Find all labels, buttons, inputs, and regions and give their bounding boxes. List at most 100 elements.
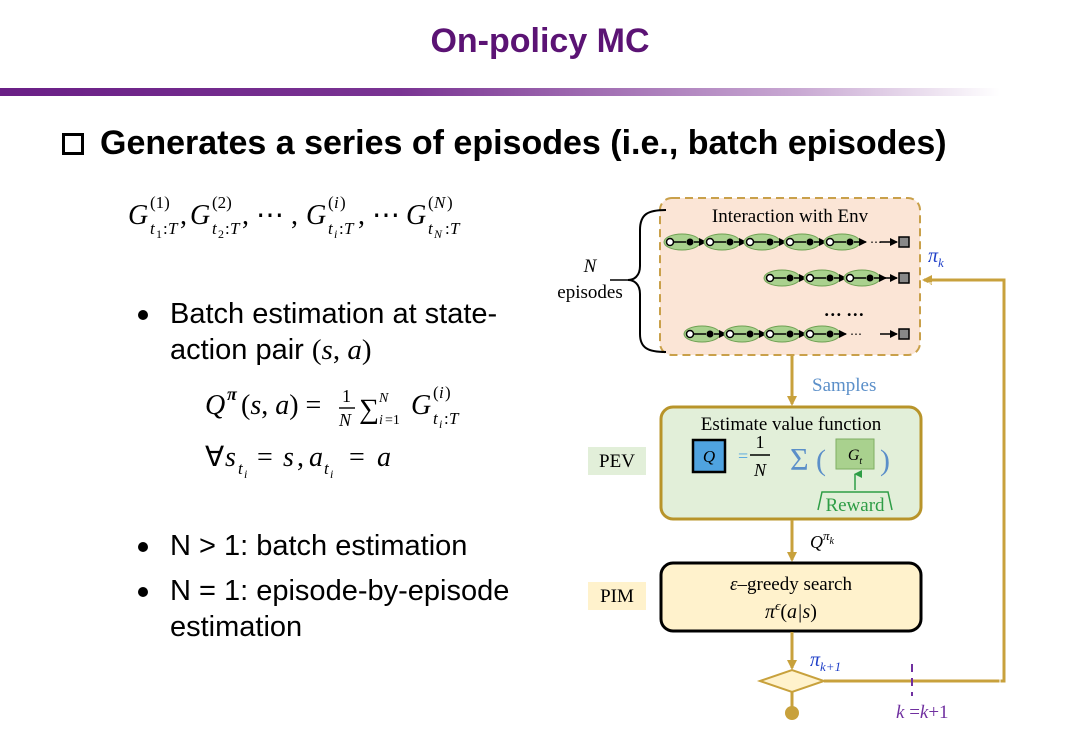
svg-text:2: 2: [218, 227, 224, 241]
state-node: [665, 237, 675, 247]
chain-dots: ⋯: [870, 235, 882, 249]
svg-text:=: =: [257, 442, 273, 473]
page-title: On-policy MC: [430, 22, 650, 60]
decision-diamond: [756, 668, 828, 694]
state-node: [805, 273, 815, 283]
terminal-state: [898, 272, 910, 284]
on-policy-mc-diagram: Interaction with Env N episodes ⋯⋯⋯ … … …: [557, 197, 1006, 723]
state-node: [825, 237, 835, 247]
svg-text:T: T: [230, 219, 241, 238]
state-node: [745, 237, 755, 247]
svg-text::: :: [339, 219, 344, 238]
svg-text:=: =: [349, 442, 365, 473]
svg-text:1: 1: [156, 227, 162, 241]
svg-text:G: G: [406, 200, 426, 231]
svg-text:N: N: [433, 227, 443, 241]
k-update-label: k =k+1: [896, 702, 949, 723]
svg-text:i: i: [379, 413, 383, 428]
svg-text:i: i: [439, 383, 444, 402]
title-divider: [0, 88, 1000, 96]
svg-text:t: t: [238, 459, 244, 478]
terminal-state: [898, 328, 910, 340]
svg-text:(1): (1): [150, 193, 170, 212]
reward-label: Reward: [825, 495, 885, 516]
svg-text:): ): [447, 193, 453, 212]
pi-epsilon-label: πϵ(a|s): [765, 598, 817, 623]
state-node: [685, 329, 695, 339]
svg-text:i: i: [439, 417, 442, 431]
svg-text:i: i: [334, 227, 337, 241]
action-node: [786, 274, 794, 282]
action-node: [686, 238, 694, 246]
svg-text:t: t: [212, 219, 218, 238]
sigma-symbol: Σ: [790, 441, 809, 477]
bullet-text: action pair: [170, 334, 304, 366]
svg-text:t: t: [433, 409, 439, 428]
action-node: [806, 238, 814, 246]
state-node: [705, 237, 715, 247]
svg-text:Q: Q: [205, 390, 225, 421]
equals-sign: =: [738, 446, 748, 466]
action-node: [726, 238, 734, 246]
pev-box: [659, 405, 923, 521]
pim-label-box: [588, 582, 646, 610]
bullet-text: Batch estimation at state-: [170, 298, 498, 330]
g-box: [835, 438, 875, 470]
loop-back-arrow: [824, 275, 1006, 683]
pim-box: [659, 561, 923, 633]
svg-text:G: G: [190, 200, 210, 231]
svg-text:G: G: [411, 390, 431, 421]
svg-text:): ): [340, 193, 346, 212]
close-paren: ): [880, 444, 890, 477]
pev-label-box: [588, 447, 646, 475]
episode-chains: ⋯⋯⋯: [663, 233, 910, 343]
bullet-batch-estimation-cont: action pair (s, a): [170, 334, 372, 367]
svg-text::: :: [444, 409, 449, 428]
svg-text:N: N: [338, 410, 352, 430]
square-bullet-icon: [62, 132, 84, 155]
state-node: [765, 329, 775, 339]
svg-text::: :: [225, 219, 230, 238]
state-node: [845, 273, 855, 283]
terminal-state: [898, 236, 910, 248]
svg-text:i: i: [330, 467, 333, 481]
svg-text:T: T: [449, 409, 460, 428]
svg-text:(: (: [433, 383, 439, 402]
action-node: [786, 330, 794, 338]
svg-text:∑: ∑: [359, 394, 379, 425]
svg-text:t: t: [328, 219, 334, 238]
svg-text:π: π: [227, 384, 238, 404]
svg-text::: :: [445, 219, 450, 238]
action-node: [846, 238, 854, 246]
pi-k-label: πk: [928, 245, 944, 270]
section-heading: Generates a series of episodes (i.e., ba…: [62, 124, 947, 163]
pev-label: PEV: [599, 451, 635, 472]
svg-text:T: T: [168, 219, 179, 238]
action-node: [826, 330, 834, 338]
bullet-text: N > 1: batch estimation: [170, 530, 468, 562]
svg-text::: :: [163, 219, 168, 238]
fraction-denominator: N: [753, 460, 767, 480]
estimate-label: Estimate value function: [701, 414, 882, 435]
state-node: [805, 329, 815, 339]
svg-text:(2): (2): [212, 193, 232, 212]
action-node: [766, 238, 774, 246]
state-node: [725, 329, 735, 339]
svg-text:(: (: [328, 193, 334, 212]
q-pik-label: Qπk: [810, 528, 835, 552]
svg-text:T: T: [450, 219, 461, 238]
svg-text:∀: ∀: [205, 442, 224, 473]
state-node: [785, 237, 795, 247]
bullet-dot-icon: [138, 542, 148, 553]
svg-text:t: t: [150, 219, 156, 238]
pim-label: PIM: [600, 586, 634, 607]
bullet-dot-icon: [138, 310, 148, 321]
svg-text:s: s: [225, 442, 236, 473]
episodes-label: episodes: [557, 282, 622, 303]
svg-text:, ⋯: , ⋯: [358, 200, 400, 231]
svg-text:1: 1: [342, 386, 351, 406]
state-node: [765, 273, 775, 283]
q-box-label: Q: [703, 447, 715, 466]
action-node: [826, 274, 834, 282]
